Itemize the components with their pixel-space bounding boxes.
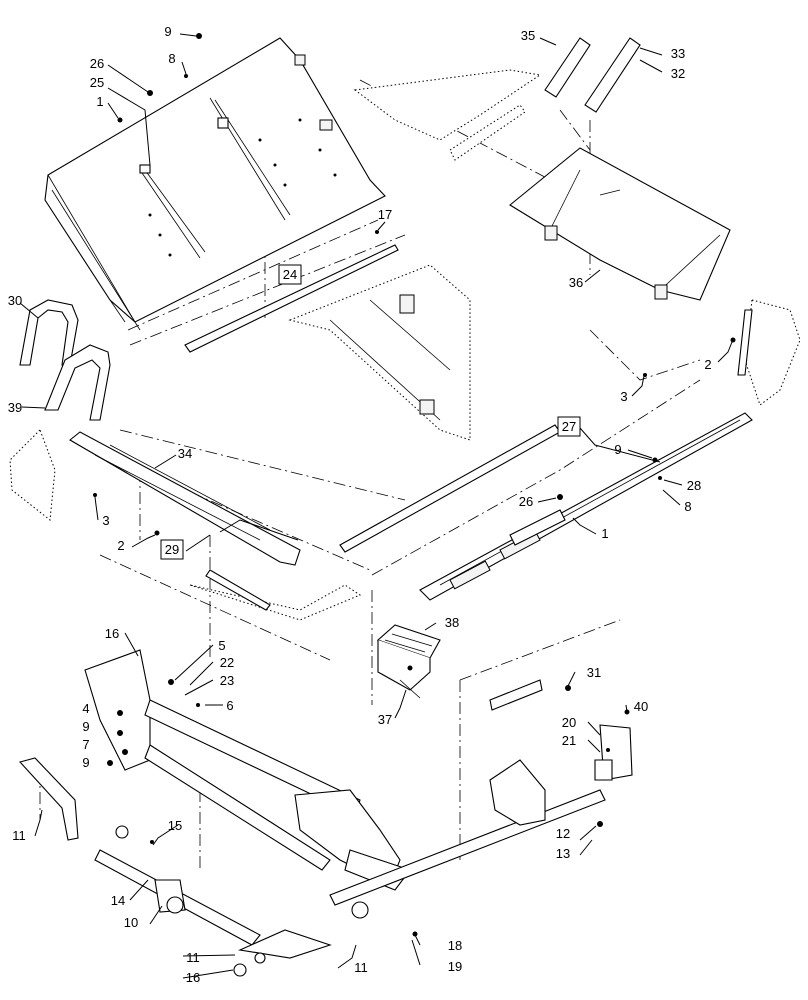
callout-13: 13	[556, 846, 570, 861]
callout-24: 24	[283, 267, 297, 282]
top-panel	[44, 37, 386, 331]
callout-7: 7	[82, 737, 89, 752]
step-38	[376, 624, 441, 699]
callout-15: 15	[168, 818, 182, 833]
callout-1-right: 1	[601, 526, 608, 541]
callout-9-right: 9	[614, 442, 621, 457]
callout-8-top: 8	[168, 51, 175, 66]
callout-26-top: 26	[90, 56, 104, 71]
callout-17: 17	[378, 207, 392, 222]
callout-9-low: 9	[82, 755, 89, 770]
callout-19: 19	[448, 959, 462, 974]
callout-3-right: 3	[620, 389, 627, 404]
callout-11-mid: 11	[186, 950, 200, 965]
callout-16-top: 16	[105, 626, 119, 641]
rail-27-and-28	[339, 412, 753, 601]
center-strip-and-frame	[184, 244, 471, 441]
callout-18: 18	[448, 938, 462, 953]
upper-right-shield	[353, 37, 731, 301]
callout-26-right: 26	[519, 494, 533, 509]
left-shield-and-rail	[9, 429, 362, 621]
hardware-fasteners	[93, 33, 736, 937]
callout-30: 30	[8, 293, 22, 308]
callout-12: 12	[556, 826, 570, 841]
callout-25: 25	[90, 75, 104, 90]
callout-35: 35	[521, 28, 535, 43]
callout-31: 31	[587, 665, 601, 680]
lower-frame	[18, 649, 633, 977]
callout-labels: 9 8 26 25 1 17 35 33 32 36 2 3 30 39 34 …	[8, 24, 712, 985]
callout-22: 22	[220, 655, 234, 670]
callout-1-top: 1	[96, 94, 103, 109]
callout-29: 29	[165, 542, 179, 557]
leader-lines	[19, 33, 733, 979]
callout-36: 36	[569, 275, 583, 290]
callout-21: 21	[562, 733, 576, 748]
callout-32: 32	[671, 66, 685, 81]
callout-box-29	[160, 539, 184, 560]
right-end-shield	[737, 299, 801, 406]
callout-5: 5	[218, 638, 225, 653]
handles	[19, 299, 111, 421]
callout-11-left: 11	[12, 828, 26, 843]
callout-6: 6	[226, 698, 233, 713]
boxed-callouts: 24 27 29	[160, 264, 581, 560]
callout-39: 39	[8, 400, 22, 415]
callout-9-top: 9	[164, 24, 171, 39]
callout-2-right: 2	[704, 357, 711, 372]
callout-20: 20	[562, 715, 576, 730]
callout-23: 23	[220, 673, 234, 688]
callout-11-bottom: 11	[354, 960, 368, 975]
callout-4: 4	[82, 701, 89, 716]
construction-lines	[39, 79, 701, 870]
callout-2-left: 2	[117, 538, 124, 553]
callout-box-24	[278, 264, 302, 285]
callout-28: 28	[687, 478, 701, 493]
callout-10: 10	[124, 915, 138, 930]
callout-9-mid: 9	[82, 719, 89, 734]
callout-40: 40	[634, 699, 648, 714]
callout-8-right: 8	[684, 499, 691, 514]
callout-37: 37	[378, 712, 392, 727]
callout-3-left: 3	[102, 513, 109, 528]
callout-33: 33	[671, 46, 685, 61]
callout-box-27	[557, 416, 581, 437]
callout-38: 38	[445, 615, 459, 630]
callout-14: 14	[111, 893, 125, 908]
callout-16-bottom: 16	[186, 970, 200, 985]
callout-27: 27	[562, 419, 576, 434]
callout-34: 34	[178, 446, 192, 461]
